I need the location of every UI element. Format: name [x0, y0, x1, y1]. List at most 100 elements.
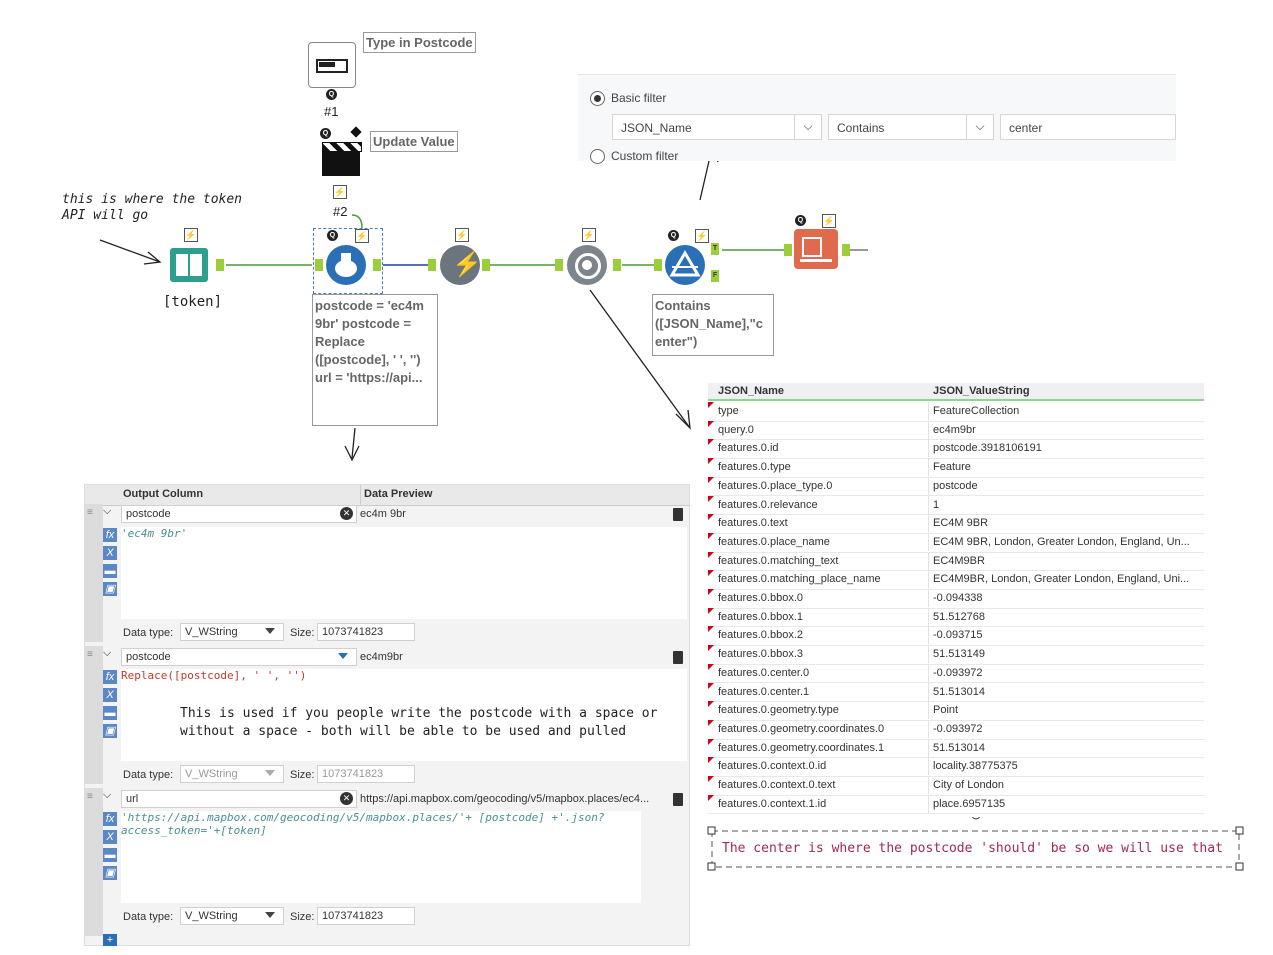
input-anchor[interactable]	[315, 259, 323, 271]
lightning-icon: ⚡	[822, 214, 836, 228]
variable-x-icon[interactable]: X	[103, 830, 117, 844]
output-anchor[interactable]	[613, 259, 621, 271]
input-anchor[interactable]	[555, 259, 563, 271]
operator-select[interactable]: Contains ⌵	[828, 114, 994, 140]
folder-icon[interactable]: ▬	[103, 564, 117, 578]
drag-handle-icon[interactable]: ≡	[87, 649, 93, 660]
browse-output-icon[interactable]	[794, 229, 838, 269]
output-column-select[interactable]: postcode	[121, 648, 357, 666]
folder-icon[interactable]: ▬	[103, 848, 117, 862]
row-marker-icon	[708, 458, 714, 465]
drag-handle-icon[interactable]: ≡	[87, 507, 93, 518]
table-row[interactable]: features.0.center.0-0.093972	[708, 663, 1204, 684]
cell-json-valuestring: FeatureCollection	[933, 405, 1020, 417]
row-marker-icon	[708, 626, 714, 633]
cell-json-name: features.0.bbox.0	[718, 592, 804, 604]
save-icon[interactable]: ▣	[103, 582, 117, 596]
value-input[interactable]: center	[1000, 114, 1176, 140]
clear-icon[interactable]: ✕	[340, 792, 353, 805]
input-anchor[interactable]	[784, 244, 792, 256]
table-row[interactable]: features.0.bbox.2-0.093715	[708, 626, 1204, 647]
input-anchor[interactable]	[428, 259, 436, 271]
expression-editor[interactable]: 'https://api.mapbox.com/geocoding/v5/map…	[121, 811, 641, 903]
field-select[interactable]: JSON_Name ⌵	[612, 114, 822, 140]
basic-filter-radio[interactable]	[590, 91, 605, 106]
output-anchor[interactable]	[216, 259, 224, 271]
table-row[interactable]: features.0.geometry.coordinates.0-0.0939…	[708, 719, 1204, 740]
dropdown-arrow-icon	[265, 628, 275, 634]
chevron-down-icon[interactable]: ⌵	[103, 789, 112, 801]
custom-filter-radio[interactable]	[590, 149, 605, 164]
output-anchor[interactable]	[482, 259, 490, 271]
chevron-down-icon[interactable]: ⌵	[103, 505, 112, 517]
output-anchor[interactable]	[373, 259, 381, 271]
save-icon[interactable]: ▣	[103, 724, 117, 738]
false-anchor[interactable]: F	[711, 270, 719, 282]
fx-icon[interactable]: fx	[103, 670, 117, 684]
chevron-down-icon[interactable]: ⌵	[103, 647, 112, 659]
cell-json-name: features.0.place_name	[718, 535, 830, 548]
lightning-icon: ⚡	[355, 229, 369, 243]
operator-select-value: Contains	[837, 121, 885, 135]
expression-editor[interactable]: 'ec4m 9br'	[121, 527, 687, 619]
data-type-select[interactable]: V_WString	[180, 623, 284, 641]
output-column-input[interactable]: postcode	[121, 505, 357, 523]
trash-icon[interactable]	[673, 508, 683, 521]
true-anchor[interactable]: T	[711, 243, 719, 255]
size-input[interactable]: 1073741823	[317, 765, 415, 783]
text-input-book-icon[interactable]	[168, 244, 210, 286]
fx-icon[interactable]: fx	[103, 528, 117, 542]
cell-json-valuestring: 51.513014	[933, 685, 985, 698]
table-row[interactable]: features.0.bbox.0-0.094338	[708, 589, 1204, 609]
trash-icon[interactable]	[673, 793, 683, 806]
save-icon[interactable]: ▣	[103, 866, 117, 880]
variable-x-icon[interactable]: X	[103, 546, 117, 560]
lightning-icon: ⚡	[333, 185, 347, 199]
action-clapper-icon[interactable]	[322, 126, 362, 176]
download-lightning-icon[interactable]: ⚡	[440, 245, 482, 285]
row-marker-icon	[708, 420, 714, 427]
formula-flask-icon[interactable]	[326, 245, 366, 285]
expression-editor[interactable]: Replace([postcode], ' ', '')	[121, 669, 687, 761]
cell-json-valuestring: 51.513014	[933, 741, 985, 754]
field-select-value: JSON_Name	[621, 121, 692, 135]
filter-triangle-icon[interactable]	[665, 245, 705, 285]
folder-icon[interactable]: ▬	[103, 706, 117, 720]
output-anchor[interactable]	[842, 244, 850, 256]
fx-icon[interactable]: fx	[103, 812, 117, 826]
data-type-select[interactable]: V_WString	[180, 907, 284, 925]
add-expression-icon[interactable]: +	[103, 934, 117, 946]
input-anchor[interactable]	[654, 259, 662, 271]
cell-json-name: features.0.matching_text	[718, 554, 839, 567]
cell-json-name: features.0.type	[718, 461, 791, 474]
size-input[interactable]: 1073741823	[317, 623, 415, 641]
variable-x-icon[interactable]: X	[103, 688, 117, 702]
data-type-select[interactable]: V_WString	[180, 765, 284, 783]
json-parse-icon[interactable]	[567, 245, 607, 285]
trash-icon[interactable]	[673, 651, 683, 664]
drag-handle-icon[interactable]: ≡	[87, 791, 93, 802]
size-input[interactable]: 1073741823	[317, 907, 415, 925]
output-column-input[interactable]: url	[121, 790, 357, 808]
row-marker-icon	[708, 682, 714, 689]
textbox-tool[interactable]	[308, 42, 356, 88]
clear-icon[interactable]: ✕	[340, 507, 353, 520]
